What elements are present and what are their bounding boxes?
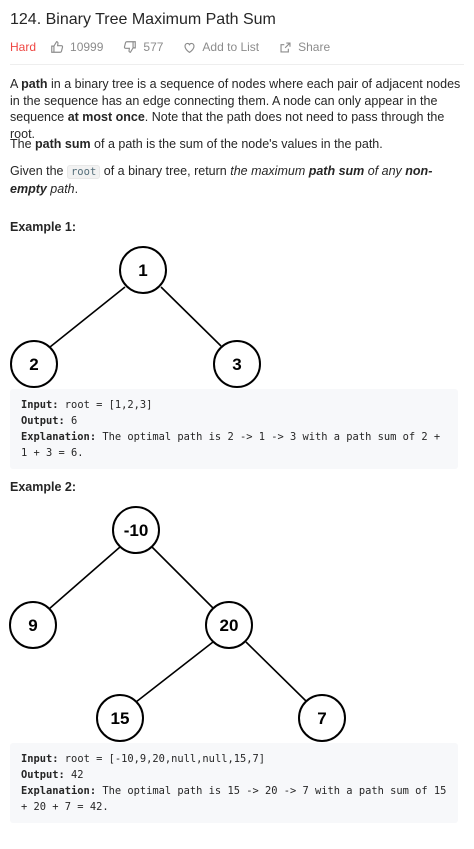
tree-node-value: 20 <box>220 616 239 635</box>
example-2-code-block: Input: root = [-10,9,20,null,null,15,7] … <box>10 743 458 823</box>
tree-edge <box>49 286 126 348</box>
root-code: root <box>66 165 101 179</box>
like-button[interactable]: 10999 <box>50 40 103 54</box>
tree-node-value: 2 <box>29 355 38 374</box>
thumbs-up-icon <box>51 41 64 53</box>
tree-node-value: 1 <box>138 261 147 280</box>
tree-node: 7 <box>298 694 346 742</box>
tree-node: -10 <box>112 506 160 554</box>
tree-edge <box>48 546 121 610</box>
problem-meta-bar: Hard 10999 577 Add to List Share <box>10 38 350 56</box>
tree-edge <box>151 546 214 609</box>
tree-node: 1 <box>119 246 167 294</box>
description-paragraph-path-sum: The path sum of a path is the sum of the… <box>10 137 383 151</box>
tree-edge <box>160 286 222 347</box>
tree-node-value: 9 <box>28 616 37 635</box>
tree-edge <box>135 641 214 703</box>
example-1-title: Example 1: <box>10 220 77 234</box>
share-label: Share <box>298 40 331 54</box>
thumbs-down-icon <box>124 41 137 53</box>
heart-icon <box>184 42 195 53</box>
share-icon <box>280 41 291 53</box>
tree-node-value: -10 <box>124 521 149 540</box>
difficulty-badge: Hard <box>10 40 37 54</box>
tree-edge <box>245 641 307 702</box>
dislike-count: 577 <box>143 40 164 54</box>
tree-node: 15 <box>96 694 144 742</box>
add-to-list-label: Add to List <box>202 40 260 54</box>
tree-node: 3 <box>213 340 261 388</box>
problem-title: 124. Binary Tree Maximum Path Sum <box>10 11 276 28</box>
description-paragraph-task: Given the root of a binary tree, return … <box>10 164 433 196</box>
description-paragraph-path: A path in a binary tree is a sequence of… <box>10 77 461 141</box>
share-button[interactable]: Share <box>279 40 330 54</box>
add-to-list-button[interactable]: Add to List <box>183 40 259 54</box>
example-1-tree-diagram: 1 2 3 <box>10 246 261 388</box>
example-1-code-block: Input: root = [1,2,3] Output: 6 Explanat… <box>10 389 458 469</box>
tree-node: 2 <box>10 340 58 388</box>
tree-node: 9 <box>9 601 57 649</box>
header-divider <box>10 64 464 65</box>
tree-node-value: 3 <box>232 355 241 374</box>
example-2-title: Example 2: <box>10 480 77 494</box>
like-count: 10999 <box>70 40 104 54</box>
tree-node-value: 7 <box>317 709 326 728</box>
tree-node-value: 15 <box>111 709 130 728</box>
example-2-tree-diagram: -10 9 20 15 7 <box>9 506 346 742</box>
tree-node: 20 <box>205 601 253 649</box>
dislike-button[interactable]: 577 <box>123 40 163 54</box>
